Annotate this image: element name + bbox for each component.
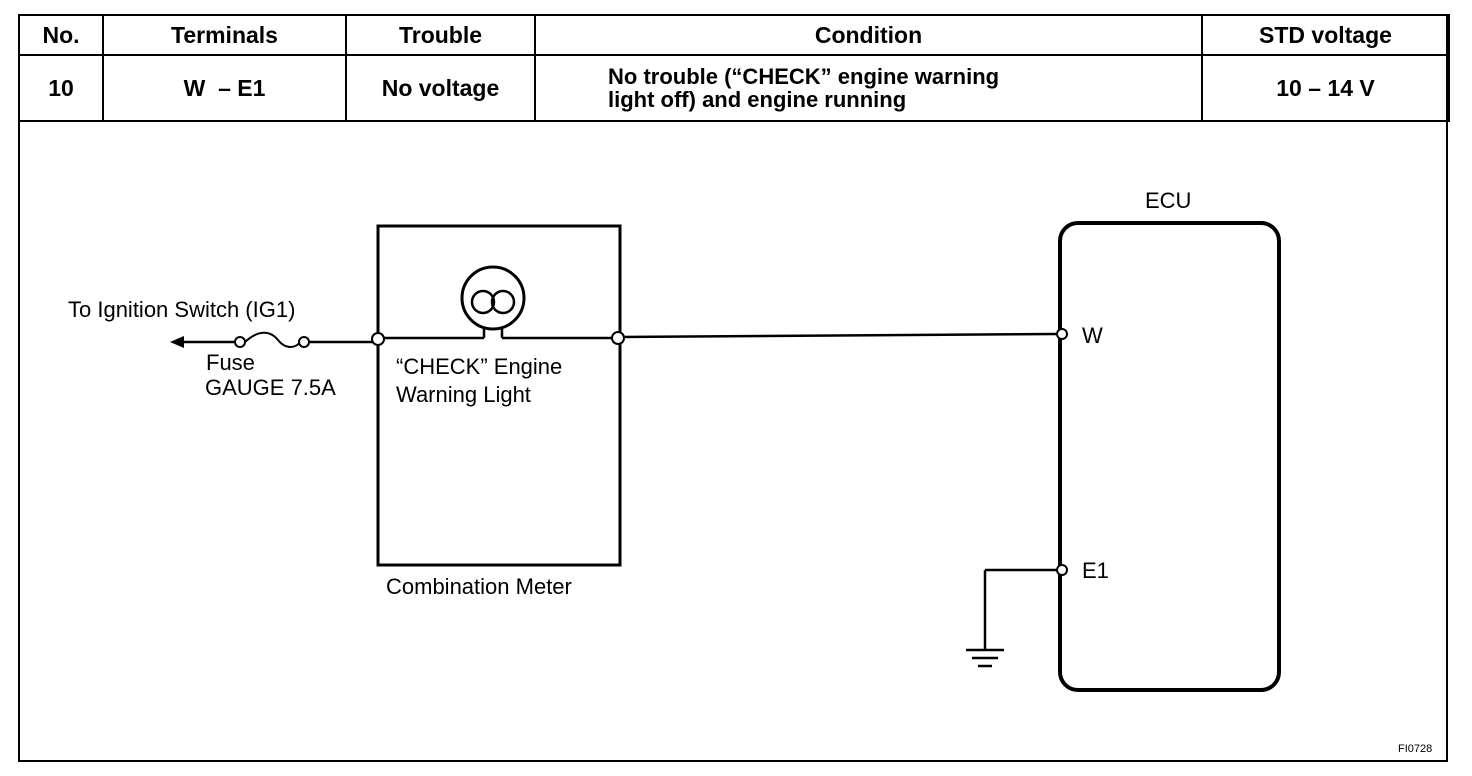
ignition-arrow: [170, 336, 235, 348]
cell-std-voltage: 10 – 14 V: [1201, 54, 1450, 122]
terminal-e1-label: E1: [1082, 558, 1109, 583]
ignition-switch-label: To Ignition Switch (IG1): [68, 297, 295, 322]
table-header-row: No. Terminals Trouble Condition STD volt…: [18, 14, 1450, 56]
condition-line-1: No trouble (“CHECK” engine warning: [608, 64, 1000, 89]
ground-icon: [966, 568, 1057, 668]
meter-terminal-in: [371, 332, 385, 346]
ecu-label: ECU: [1145, 188, 1191, 213]
warning-light-bulb: [383, 265, 613, 340]
spec-table: No. Terminals Trouble Condition STD volt…: [18, 14, 1450, 122]
combination-meter-box: [376, 224, 622, 567]
table-row: 10 W – E1 No voltage No trouble (“CHECK”…: [18, 54, 1450, 122]
cell-condition: No trouble (“CHECK” engine warning light…: [534, 54, 1203, 122]
signal-wire: [623, 332, 1057, 339]
header-terminals: Terminals: [102, 14, 347, 56]
cell-terminals: W – E1: [102, 54, 347, 122]
fuse-symbol: [234, 331, 373, 348]
header-trouble: Trouble: [345, 14, 536, 56]
warning-light-label-2: Warning Light: [396, 382, 531, 407]
figure-code: FI0728: [1398, 743, 1432, 755]
ecu-terminal-e1: [1056, 564, 1068, 576]
cell-no: 10: [18, 54, 104, 122]
warning-light-label: “CHECK” Engine: [396, 354, 562, 379]
terminal-w-label: W: [1082, 323, 1103, 348]
condition-line-2: light off) and engine running: [608, 87, 907, 112]
meter-terminal-out: [611, 331, 625, 345]
ecu-box: [1058, 221, 1281, 692]
combination-meter-label: Combination Meter: [386, 574, 572, 599]
header-condition: Condition: [534, 14, 1203, 56]
ecu-terminal-w: [1056, 328, 1068, 340]
cell-trouble: No voltage: [345, 54, 536, 122]
header-no: No.: [18, 14, 104, 56]
header-std-voltage: STD voltage: [1201, 14, 1450, 56]
fuse-rating-label: GAUGE 7.5A: [205, 375, 336, 400]
fuse-label: Fuse: [206, 350, 255, 375]
